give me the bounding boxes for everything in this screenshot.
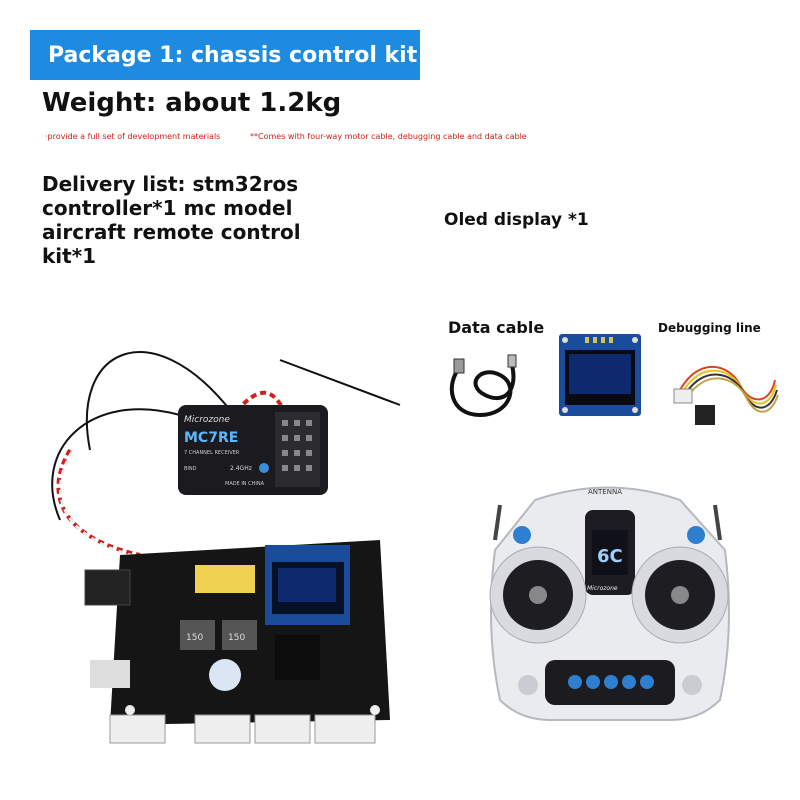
svg-text:ANTENNA: ANTENNA (588, 488, 622, 496)
svg-text:150: 150 (186, 633, 203, 643)
svg-text:Microzone: Microzone (587, 585, 618, 592)
svg-text:6C: 6C (597, 546, 623, 567)
note-cables: **Comes with four-way motor cable, debug… (250, 132, 527, 141)
svg-text:Microzone: Microzone (184, 415, 230, 425)
note-materials: ·provide a full set of development mater… (45, 132, 221, 141)
package-banner: Package 1: chassis control kit (30, 30, 420, 80)
controller-board-icon: Microzone MC7RE 7 CHANNEL RECEIVER 2.4GH… (51, 351, 401, 744)
svg-text:2.4GHz: 2.4GHz (230, 465, 252, 472)
svg-text:MADE IN CHINA: MADE IN CHINA (225, 481, 265, 487)
debugging-line-label: Debugging line (658, 321, 761, 335)
svg-text:150: 150 (228, 633, 245, 643)
oled-module-icon (559, 334, 641, 416)
data-cable-label: Data cable (448, 318, 545, 337)
usb-cable-icon (449, 354, 517, 418)
weight-label: Weight: about 1.2kg (42, 88, 342, 118)
svg-text:MC7RE: MC7RE (184, 430, 238, 446)
receiver-icon: Microzone MC7RE 7 CHANNEL RECEIVER 2.4GH… (178, 405, 328, 495)
debug-wire-icon (673, 365, 779, 425)
remote-control-icon: ANTENNA 6C Microzone (489, 486, 730, 721)
delivery-list: Delivery list: stm32ros controller*1 mc … (42, 172, 301, 268)
oled-display-label: Oled display *1 (444, 210, 589, 230)
svg-text:7 CHANNEL RECEIVER: 7 CHANNEL RECEIVER (184, 450, 240, 456)
svg-text:BIND: BIND (184, 466, 197, 472)
